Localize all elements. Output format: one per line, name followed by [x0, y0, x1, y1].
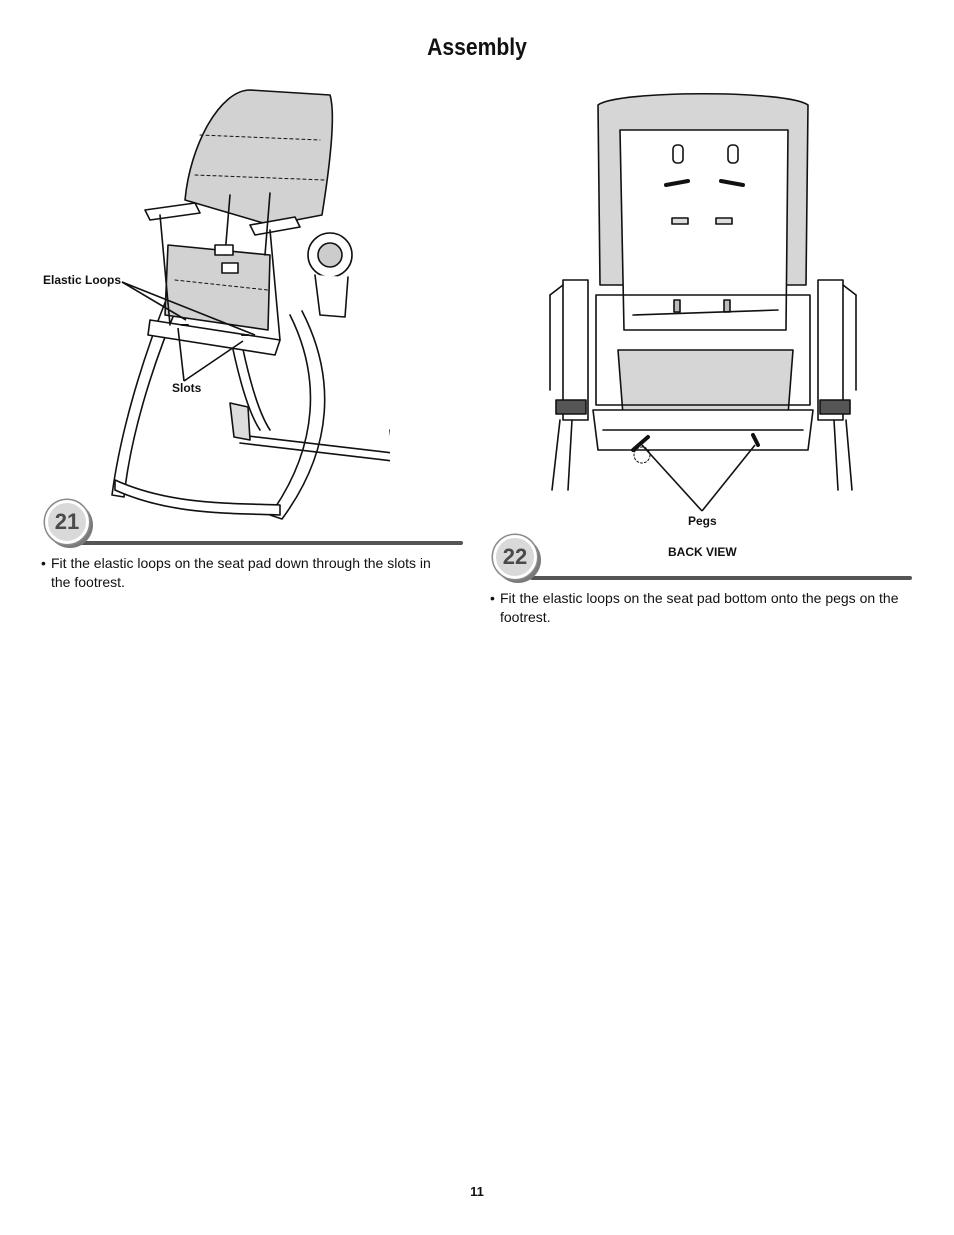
- pegs-label: Pegs: [688, 514, 717, 528]
- step22-instruction-text: Fit the elastic loops on the seat pad bo…: [500, 590, 899, 625]
- step22-number-badge: 22: [493, 535, 537, 579]
- slots-label: Slots: [172, 381, 202, 395]
- page-number: 11: [470, 1184, 484, 1199]
- high-chair-front-illustration: [111, 89, 390, 520]
- page-title: Assembly: [427, 34, 527, 61]
- step21-instruction-text: Fit the elastic loops on the seat pad do…: [51, 555, 431, 590]
- step21-instruction: • Fit the elastic loops on the seat pad …: [41, 554, 451, 592]
- back-view-label: BACK VIEW: [668, 545, 737, 559]
- elastic-loops-label: Elastic Loops: [43, 273, 122, 287]
- step21-number-badge: 21: [45, 500, 89, 544]
- step22-rule: [530, 576, 912, 580]
- bullet: •: [41, 555, 46, 571]
- bullet: •: [490, 590, 495, 606]
- high-chair-back-illustration: [549, 93, 857, 491]
- step22-instruction: • Fit the elastic loops on the seat pad …: [490, 589, 900, 627]
- step21-rule: [80, 541, 463, 545]
